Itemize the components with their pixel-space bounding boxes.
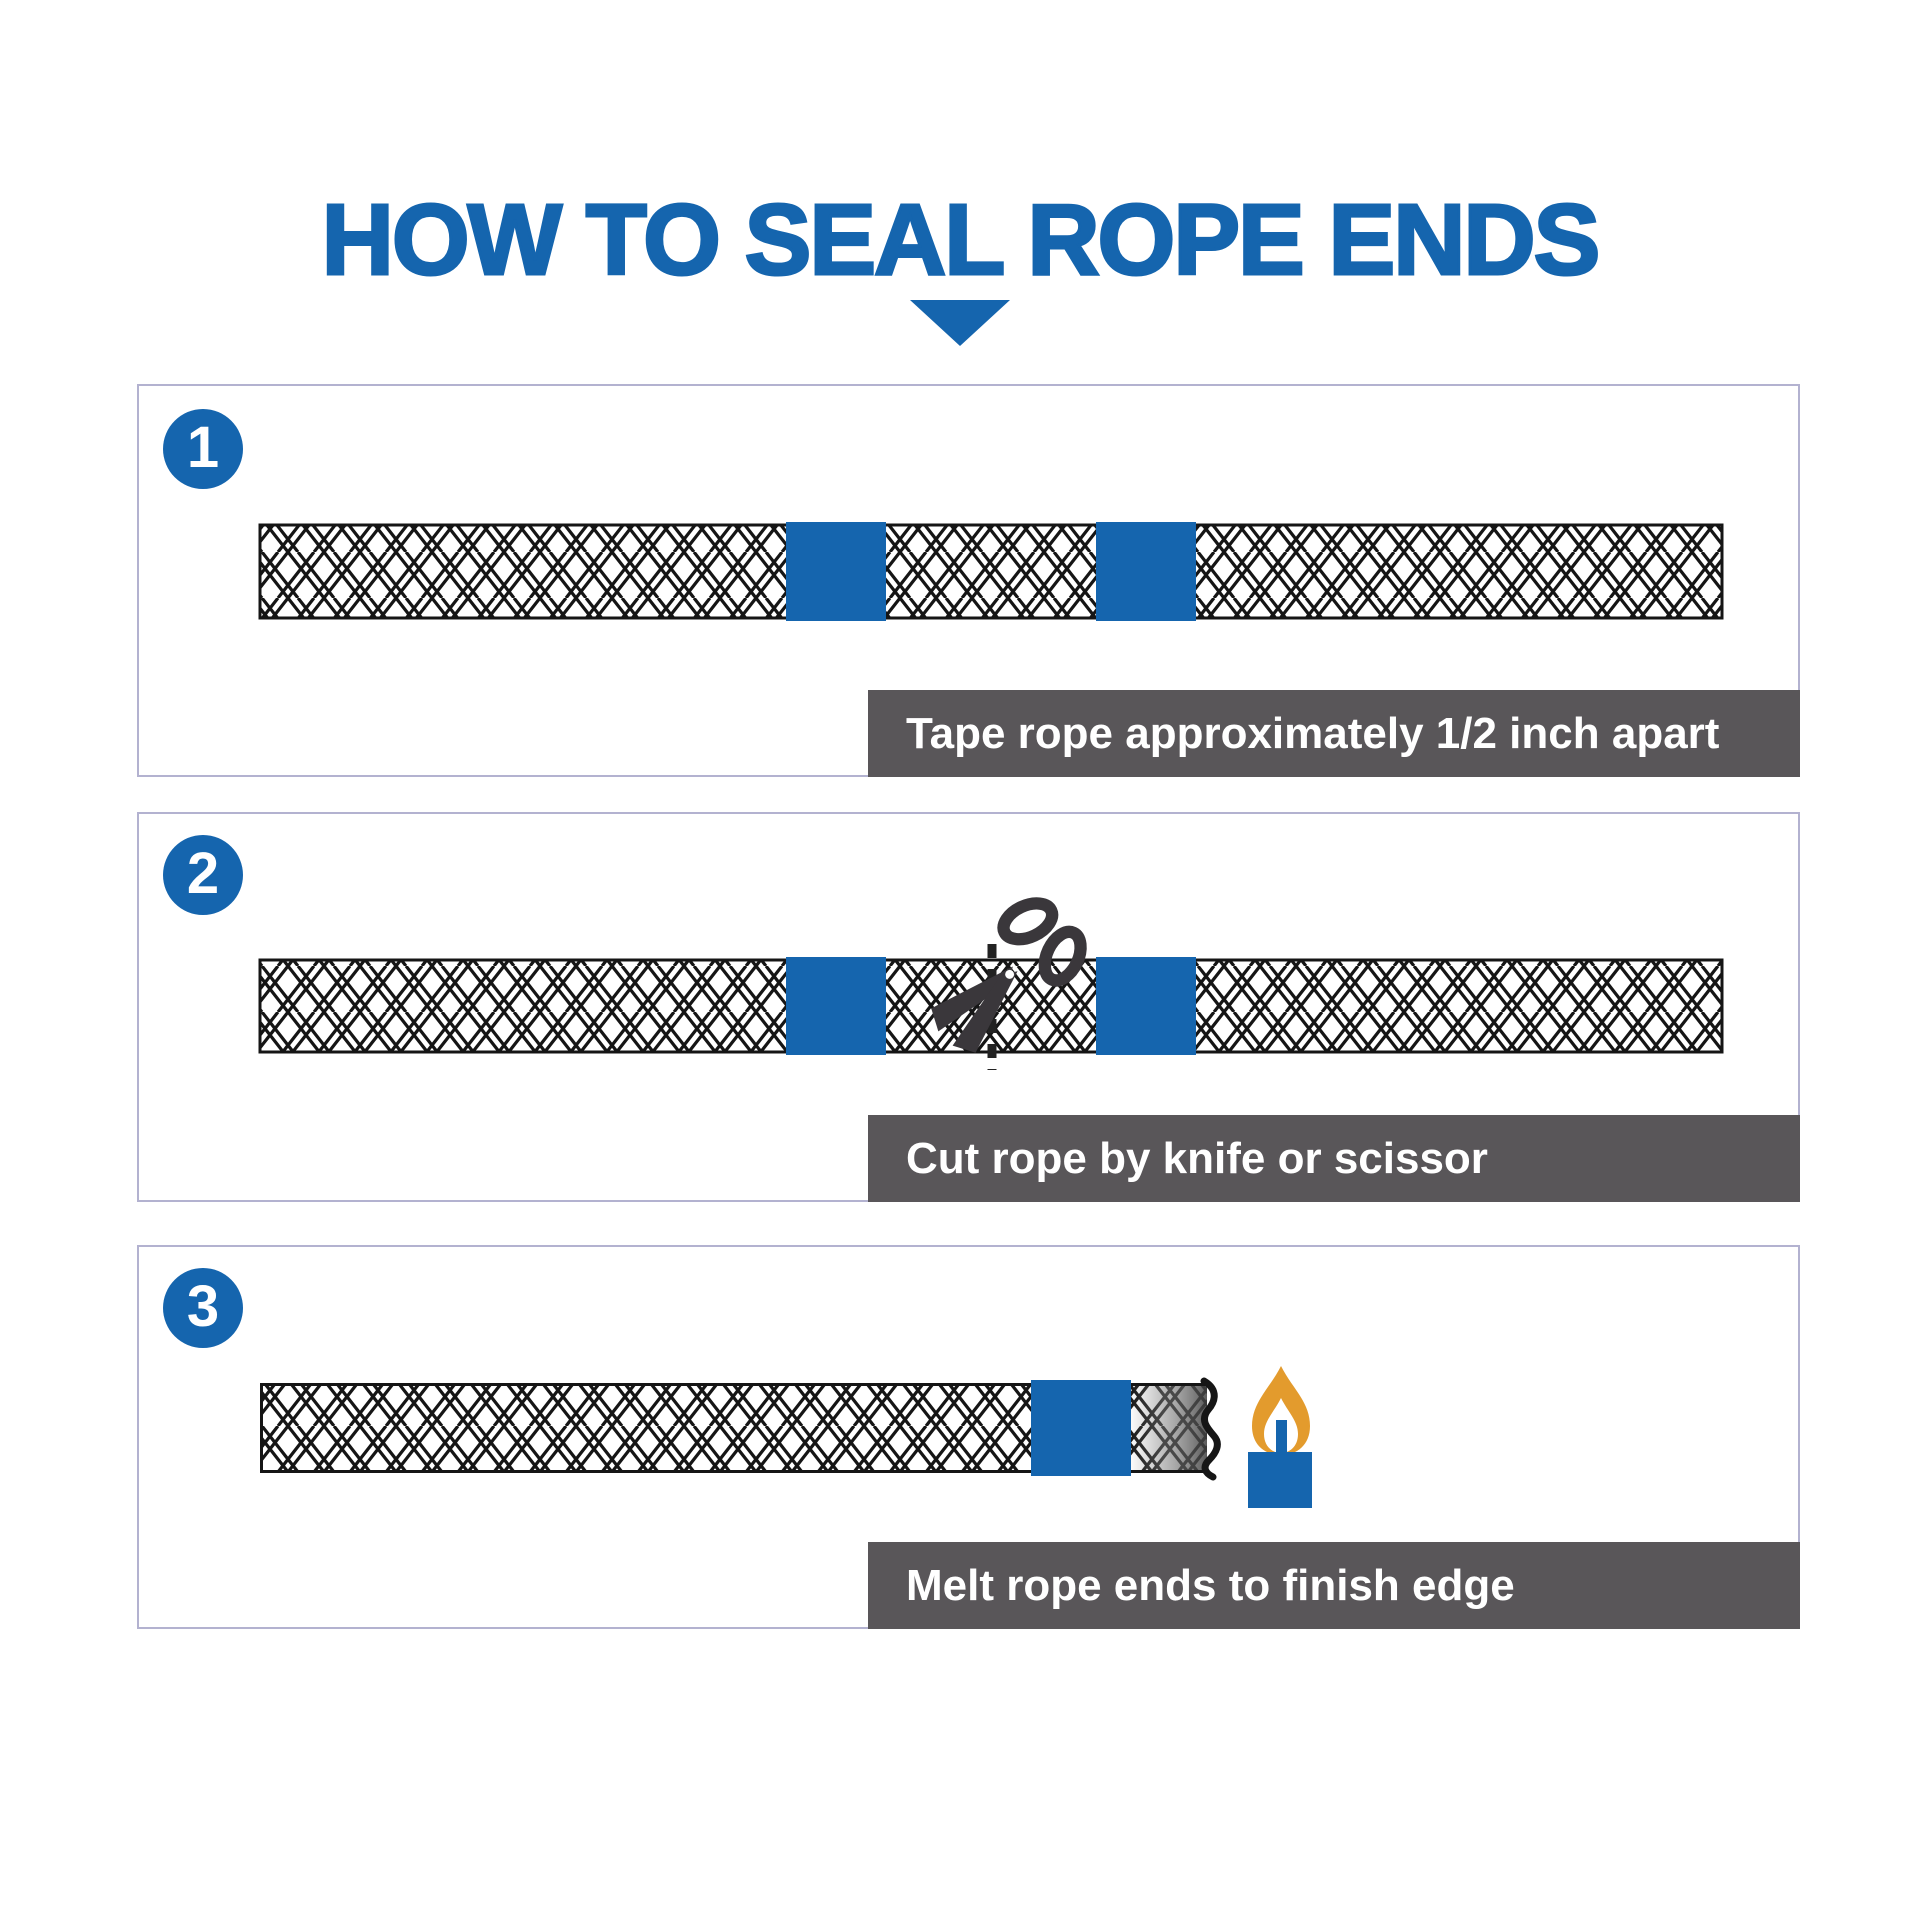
step-1-badge: 1	[163, 409, 243, 489]
step-3-caption: Melt rope ends to finish edge	[868, 1542, 1800, 1629]
step-1-caption: Tape rope approximately 1/2 inch apart	[868, 690, 1800, 777]
step-2-caption: Cut rope by knife or scissor	[868, 1115, 1800, 1202]
down-triangle-icon	[910, 300, 1010, 346]
page-title: HOW TO SEAL ROPE ENDS	[320, 184, 1602, 296]
step-1-caption-text: Tape rope approximately 1/2 inch apart	[906, 709, 1720, 758]
step-2-badge: 2	[163, 835, 243, 915]
step-3-badge: 3	[163, 1268, 243, 1348]
step-2-caption-text: Cut rope by knife or scissor	[906, 1134, 1488, 1183]
step-3-caption-text: Melt rope ends to finish edge	[906, 1561, 1515, 1610]
